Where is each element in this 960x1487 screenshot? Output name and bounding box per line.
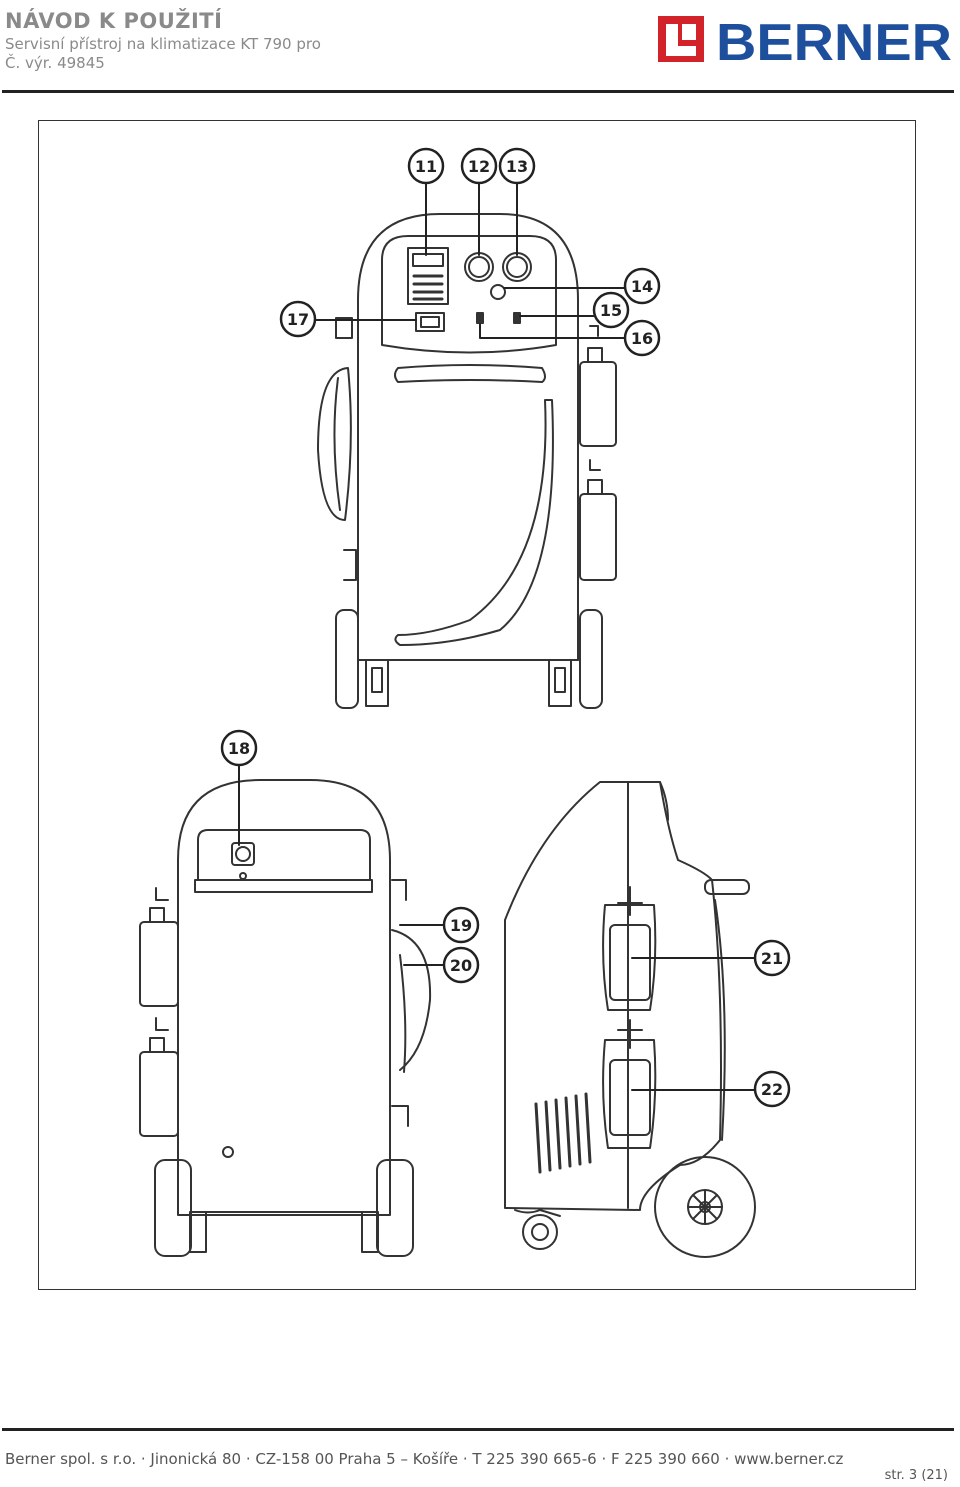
document-subtitle: Servisní přístroj na klimatizace KT 790 … — [5, 35, 321, 53]
callout-label: 12 — [468, 157, 490, 176]
callout-17: 17 — [279, 300, 317, 338]
side-view — [504, 781, 756, 1258]
callout-15: 15 — [592, 291, 630, 329]
callout-13: 13 — [498, 147, 536, 185]
front-view — [317, 213, 617, 709]
header-rule — [2, 90, 954, 93]
callout-label: 11 — [415, 157, 437, 176]
callout-label: 16 — [631, 329, 653, 348]
footer-rule — [2, 1428, 954, 1431]
callout-22: 22 — [753, 1070, 791, 1108]
callout-leaders — [238, 182, 756, 1091]
callouts: 11 12 13 14 15 16 17 18 — [220, 147, 791, 1108]
callout-11: 11 — [407, 147, 445, 185]
berner-logo: BERNER — [658, 14, 952, 64]
callout-20: 20 — [442, 946, 480, 984]
callout-label: 18 — [228, 739, 250, 758]
callout-label: 14 — [631, 277, 653, 296]
logo-wordmark: BERNER — [716, 14, 952, 64]
callout-label: 13 — [506, 157, 528, 176]
callout-14: 14 — [623, 267, 661, 305]
item-number: Č. výr. 49845 — [5, 54, 105, 72]
callout-19: 19 — [442, 906, 480, 944]
callout-label: 21 — [761, 949, 783, 968]
callout-12: 12 — [460, 147, 498, 185]
page-number: str. 3 (21) — [884, 1468, 948, 1483]
rear-view — [139, 779, 432, 1257]
footer-address: Berner spol. s r.o. · Jinonická 80 · CZ-… — [5, 1450, 844, 1468]
callout-label: 22 — [761, 1080, 783, 1099]
callout-16: 16 — [623, 319, 661, 357]
callout-label: 20 — [450, 956, 472, 975]
callout-21: 21 — [753, 939, 791, 977]
callout-label: 19 — [450, 916, 472, 935]
callout-label: 17 — [287, 310, 309, 329]
figure-frame — [38, 120, 916, 1290]
callout-18: 18 — [220, 729, 258, 767]
callout-label: 15 — [600, 301, 622, 320]
document-title: NÁVOD K POUŽITÍ — [5, 9, 223, 33]
